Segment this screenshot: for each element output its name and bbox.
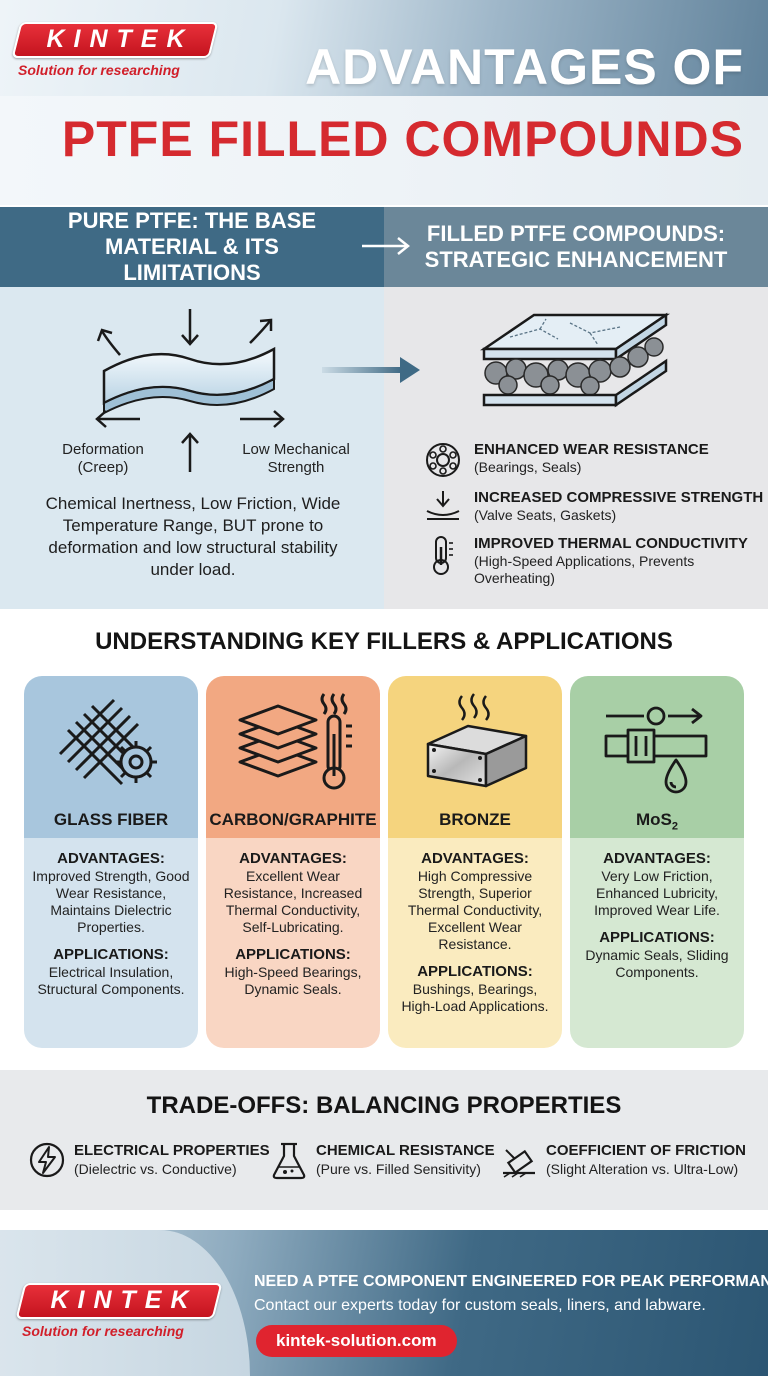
applications-text: Bushings, Bearings, High-Load Applicatio… (401, 981, 549, 1014)
kintek-logo[interactable]: KINTEK Solution for researching (11, 22, 221, 92)
logo-wordmark: KINTEK (46, 25, 194, 53)
benefit-subtitle: (Bearings, Seals) (474, 459, 582, 475)
header: KINTEK Solution for researching ADVANTAG… (0, 0, 768, 205)
heading-arrow-icon (362, 237, 411, 255)
header-band (0, 96, 768, 205)
filler-name: GLASS FIBER (53, 810, 169, 829)
benefit-subtitle: (Valve Seats, Gaskets) (474, 507, 617, 523)
tradeoff-title: COEFFICIENT OF FRICTION (546, 1142, 746, 1159)
applications-label: APPLICATIONS: (235, 946, 351, 963)
benefit-title: ENHANCED WEAR RESISTANCE (474, 441, 709, 458)
card-body: ADVANTAGES: Very Low Friction, Enhanced … (570, 838, 744, 1048)
card-header: GLASS FIBER (24, 676, 198, 838)
tradeoff-title: CHEMICAL RESISTANCE (316, 1142, 495, 1159)
filled-layers-icon (480, 312, 670, 408)
benefit-title: INCREASED COMPRESSIVE STRENGTH (474, 489, 764, 506)
tradeoff-title: ELECTRICAL PROPERTIES (74, 1142, 270, 1159)
advantages-label: ADVANTAGES: (603, 850, 711, 867)
comparison-section: PURE PTFE: THE BASE MATERIAL & ITS LIMIT… (0, 207, 768, 609)
advantages-text: Very Low Friction, Enhanced Lubricity, I… (594, 868, 720, 918)
benefit-compressive-strength: INCREASED COMPRESSIVE STRENGTH (Valve Se… (424, 489, 764, 541)
filler-name: CARBON/GRAPHITE (209, 810, 377, 829)
lightning-icon (29, 1142, 65, 1178)
applications-label: APPLICATIONS: (53, 946, 169, 963)
advantages-label: ADVANTAGES: (239, 850, 347, 867)
logo-wordmark: KINTEK (50, 1286, 198, 1314)
slider-lubricant-icon (604, 706, 708, 794)
tradeoff-subtitle: (Slight Alteration vs. Ultra-Low) (546, 1161, 739, 1177)
low-strength-label: Low Mechanical Strength (232, 441, 360, 477)
tradeoff-subtitle: (Pure vs. Filled Sensitivity) (316, 1161, 481, 1177)
graphite-layers-icon (238, 693, 352, 790)
filler-name-text: MoS (635, 810, 672, 829)
page-title-line-1: ADVANTAGES OF (305, 39, 744, 95)
advantages-label: ADVANTAGES: (57, 850, 165, 867)
cta-heading: NEED A PTFE COMPONENT ENGINEERED FOR PEA… (254, 1273, 768, 1290)
friction-icon (503, 1149, 535, 1178)
logo-tagline: Solution for researching (22, 1323, 184, 1339)
fillers-section-title: UNDERSTANDING KEY FILLERS & APPLICATIONS (95, 628, 673, 655)
card-header: MoS2 (570, 676, 744, 838)
thermometer-icon (433, 536, 453, 575)
filled-ptfe-heading-text: FILLED PTFE COMPOUNDS: STRATEGIC ENHANCE… (424, 221, 728, 272)
advantages-label: ADVANTAGES: (421, 850, 529, 867)
filler-name: BRONZE (439, 810, 511, 829)
advantages-text: Excellent Wear Resistance, Increased The… (223, 868, 363, 935)
applications-label: APPLICATIONS: (599, 929, 715, 946)
deformation-label: Deformation (Creep) (50, 441, 156, 477)
filler-name-subscript: 2 (671, 820, 678, 833)
page-title-line-2: PTFE FILLED COMPOUNDS (61, 111, 744, 167)
logo-tagline: Solution for researching (18, 62, 180, 78)
metal-block-icon (426, 693, 528, 788)
benefit-subtitle: (High-Speed Applications, Prevents Overh… (474, 553, 695, 586)
card-header: BRONZE (388, 676, 562, 838)
filler-name: MoS2 (570, 810, 744, 832)
flask-icon (272, 1142, 306, 1180)
pure-ptfe-panel: PURE PTFE: THE BASE MATERIAL & ITS LIMIT… (0, 207, 384, 609)
card-body: ADVANTAGES: High Compressive Strength, S… (388, 838, 562, 1048)
pure-ptfe-description: Chemical Inertness, Low Friction, Wide T… (45, 494, 341, 579)
filler-card-glass-fiber: GLASS FIBER ADVANTAGES: Improved Strengt… (24, 676, 198, 1048)
advantages-text: Improved Strength, Good Wear Resistance,… (32, 868, 190, 935)
advantages-text: High Compressive Strength, Superior Ther… (407, 868, 543, 952)
transition-arrow-icon (322, 357, 420, 383)
deformation-label-text: Deformation (Creep) (62, 441, 144, 476)
filler-card-bronze: BRONZE ADVANTAGES: High Compressive Stre… (388, 676, 562, 1048)
applications-text: Dynamic Seals, Sliding Components. (585, 947, 729, 980)
filled-ptfe-panel: FILLED PTFE COMPOUNDS: STRATEGIC ENHANCE… (384, 207, 768, 609)
card-header: CARBON/GRAPHITE (206, 676, 380, 838)
filler-card-mos2: MoS2 ADVANTAGES: Very Low Friction, Enha… (570, 676, 744, 1048)
bearing-icon (426, 443, 460, 477)
tradeoffs-section: TRADE-OFFS: BALANCING PROPERTIES ELECTRI… (0, 1070, 768, 1210)
applications-label: APPLICATIONS: (417, 963, 533, 980)
kintek-logo-footer[interactable]: KINTEK Solution for researching (15, 1283, 225, 1353)
card-body: ADVANTAGES: Excellent Wear Resistance, I… (206, 838, 380, 1048)
low-strength-label-text: Low Mechanical Strength (242, 441, 350, 476)
filled-ptfe-heading: FILLED PTFE COMPOUNDS: STRATEGIC ENHANCE… (384, 207, 768, 287)
glass-fiber-icon (58, 698, 157, 786)
tradeoffs-title: TRADE-OFFS: BALANCING PROPERTIES (146, 1092, 622, 1119)
deformation-icon (95, 309, 285, 472)
tradeoff-subtitle: (Dielectric vs. Conductive) (74, 1161, 237, 1177)
website-link-button[interactable]: kintek-solution.com (256, 1325, 457, 1357)
compression-icon (426, 491, 460, 520)
applications-text: High-Speed Bearings, Dynamic Seals. (224, 964, 362, 997)
cta-text: Contact our experts today for custom sea… (254, 1297, 706, 1314)
benefit-title: IMPROVED THERMAL CONDUCTIVITY (474, 535, 748, 552)
benefit-wear-resistance: ENHANCED WEAR RESISTANCE (Bearings, Seal… (424, 441, 764, 493)
benefit-thermal-conductivity: IMPROVED THERMAL CONDUCTIVITY (High-Spee… (424, 535, 764, 587)
card-body: ADVANTAGES: Improved Strength, Good Wear… (24, 838, 198, 1048)
pure-ptfe-heading: PURE PTFE: THE BASE MATERIAL & ITS LIMIT… (0, 207, 384, 287)
applications-text: Electrical Insulation, Structural Compon… (37, 964, 185, 997)
pure-ptfe-heading-text: PURE PTFE: THE BASE MATERIAL & ITS LIMIT… (67, 208, 317, 285)
filler-card-carbon-graphite: CARBON/GRAPHITE ADVANTAGES: Excellent We… (206, 676, 380, 1048)
